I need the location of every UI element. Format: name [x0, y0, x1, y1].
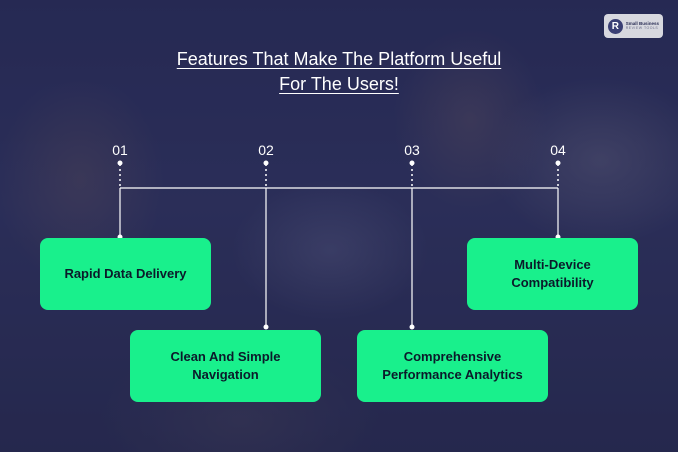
logo-line-1: Small Business	[625, 20, 659, 26]
dot-bottom-03	[409, 324, 415, 330]
feature-box-01: Rapid Data Delivery	[40, 238, 211, 310]
step-number-04: 04	[550, 142, 566, 158]
logo-text: Small Business REVIEW TOOLS	[625, 20, 659, 31]
brand-logo: R Small Business REVIEW TOOLS	[604, 14, 663, 38]
dot-top-03	[409, 160, 415, 166]
page-title: Features That Make The Platform Useful F…	[0, 47, 678, 97]
logo-line-2: REVIEW TOOLS	[625, 26, 659, 30]
logo-mark: R	[608, 18, 623, 34]
dot-top-04	[555, 160, 561, 166]
title-line-2: For The Users!	[279, 74, 399, 94]
feature-box-04: Multi-Device Compatibility	[467, 238, 638, 310]
feature-box-02: Clean And Simple Navigation	[130, 330, 321, 402]
step-number-03: 03	[404, 142, 420, 158]
step-number-01: 01	[112, 142, 128, 158]
step-number-02: 02	[258, 142, 274, 158]
dot-bottom-02	[263, 324, 269, 330]
dot-top-02	[263, 160, 269, 166]
title-line-1: Features That Make The Platform Useful	[176, 49, 502, 69]
dot-top-01	[117, 160, 123, 166]
feature-box-03: Comprehensive Performance Analytics	[357, 330, 548, 402]
